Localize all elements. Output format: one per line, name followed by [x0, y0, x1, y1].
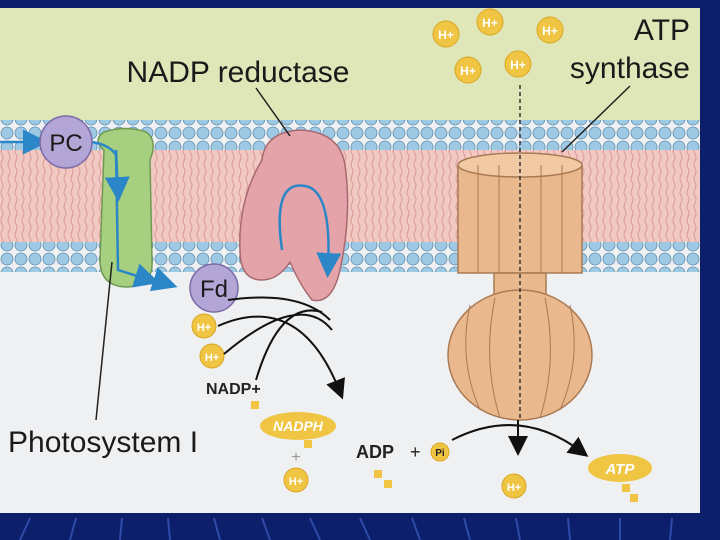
proton-icon: H+ [476, 8, 504, 36]
nadph-label: NADPH [273, 418, 324, 434]
nadph-reaction: H+ H+ NADP+ NADPH + H+ [191, 296, 345, 493]
nadp-molecule-icon [251, 401, 259, 409]
pi-molecule-icon [430, 442, 450, 462]
atp-badge [588, 454, 652, 482]
proton-icon: H+ [454, 56, 482, 84]
fd-protein: Fd [189, 263, 239, 313]
svg-text:H+: H+ [482, 16, 498, 30]
adp-plus-sign: + [410, 442, 421, 462]
svg-text:H+: H+ [197, 322, 211, 334]
atp-synthase-label-line2: synthase [570, 52, 690, 85]
proton-icon: H+ [199, 343, 225, 369]
nadp-plus-label: NADP+ [206, 381, 261, 398]
svg-text:H+: H+ [289, 476, 303, 488]
nadph-badge [260, 412, 336, 440]
slide-footer-decoration [19, 517, 673, 540]
atp-synthase-label-line1: ATP [634, 14, 690, 47]
adp-label: ADP [356, 442, 394, 462]
proton-icon: H+ [283, 467, 309, 493]
proton-icon: H+ [432, 20, 460, 48]
nadp-reductase-label: NADP reductase [127, 56, 350, 89]
fd-label: Fd [200, 276, 228, 303]
proton-icon: H+ [501, 473, 527, 499]
atp-molecule-icon [630, 494, 638, 502]
svg-text:H+: H+ [205, 352, 219, 364]
atp-reaction: ADP + Pi H+ ATP [356, 420, 652, 502]
nadp-reductase-protein [239, 129, 349, 302]
nadp-reductase-leader [255, 87, 291, 137]
svg-text:H+: H+ [510, 58, 526, 72]
thylakoid-lumen [0, 8, 700, 120]
proton-icon: H+ [536, 16, 564, 44]
pc-label: PC [49, 130, 82, 157]
svg-text:H+: H+ [438, 28, 454, 42]
pc-protein: PC [39, 115, 93, 169]
nadph-molecule-icon [304, 440, 312, 448]
svg-text:H+: H+ [460, 64, 476, 78]
atp-synthase-leader [561, 85, 631, 153]
photosystem-i-label: Photosystem I [8, 426, 198, 459]
nadph-plus-sign: + [291, 449, 300, 466]
electron-arrow-pc [91, 140, 118, 156]
adp-molecule-icon [374, 470, 382, 478]
atp-product-label: ATP [605, 461, 636, 478]
proton-icon: H+ [504, 50, 532, 78]
svg-text:H+: H+ [507, 482, 521, 494]
photosystem-i-leader [95, 261, 113, 421]
proton-icon: H+ [191, 313, 217, 339]
pi-label: Pi [435, 448, 445, 459]
photosystem-i-protein [97, 127, 178, 292]
atp-synthase-protein [447, 85, 593, 421]
atp-molecule-icon [622, 484, 630, 492]
svg-text:H+: H+ [542, 24, 558, 38]
lumen-protons: H+ H+ H+ H+ H+ [432, 8, 564, 84]
adp-molecule-icon [384, 480, 392, 488]
